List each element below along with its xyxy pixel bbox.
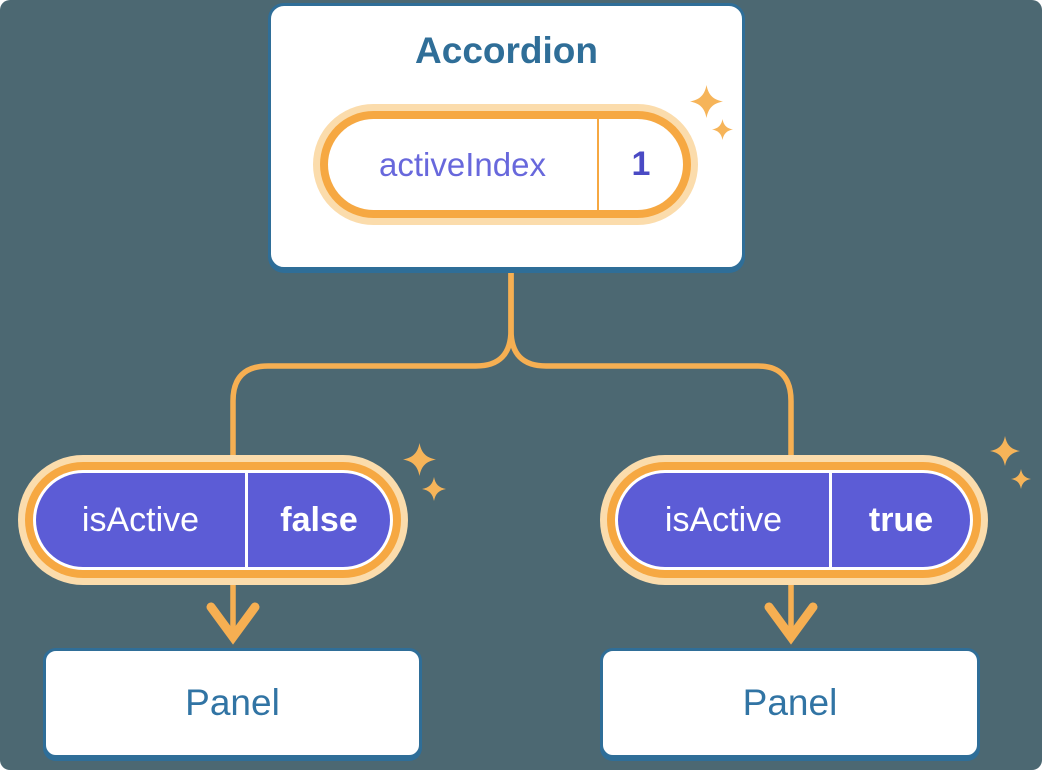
prop-pill-isactive-true: isActive true (600, 455, 988, 585)
pill-core: isActive true (618, 473, 970, 567)
pill-outline: isActive false (33, 470, 393, 570)
sparkle-icon (422, 477, 446, 501)
connector-right-branch (508, 267, 794, 634)
state-pill-value: 1 (631, 145, 651, 183)
pill-ring: isActive true (607, 462, 981, 578)
pill-glow: isActive true (600, 455, 988, 585)
state-pill-label: activeIndex (379, 145, 546, 183)
prop-pill-label: isActive (81, 500, 200, 539)
state-pill-divider (597, 119, 599, 210)
down-arrow-icon-left (206, 602, 260, 645)
prop-pill-divider (245, 473, 248, 567)
down-arrow-icon-right (764, 602, 818, 645)
sparkle-icon (403, 443, 436, 476)
pill-glow: isActive false (18, 455, 408, 585)
prop-pill-value: true (868, 500, 934, 539)
prop-pill-label: isActive (664, 500, 783, 539)
state-pill-activeindex: activeIndex 1 (313, 104, 698, 225)
pill-ring: isActive false (25, 462, 401, 578)
panel-box-left: Panel (43, 648, 422, 758)
pill-ring: activeIndex 1 (320, 111, 691, 218)
prop-pill-divider (829, 473, 832, 567)
sparkle-icon (1011, 469, 1031, 489)
connector-left-branch (230, 267, 514, 634)
sparkle-icon (990, 436, 1020, 466)
prop-pill-isactive-false: isActive false (18, 455, 408, 585)
sparkle-icon (690, 85, 723, 118)
pill-outline: isActive true (615, 470, 973, 570)
sparkle-icon (712, 119, 733, 140)
accordion-title: Accordion (415, 30, 598, 71)
pill-core: activeIndex 1 (328, 119, 683, 210)
pill-glow: activeIndex 1 (313, 104, 698, 225)
pill-core: isActive false (36, 473, 390, 567)
prop-pill-value: false (280, 500, 358, 539)
panel-box-right: Panel (600, 648, 980, 758)
